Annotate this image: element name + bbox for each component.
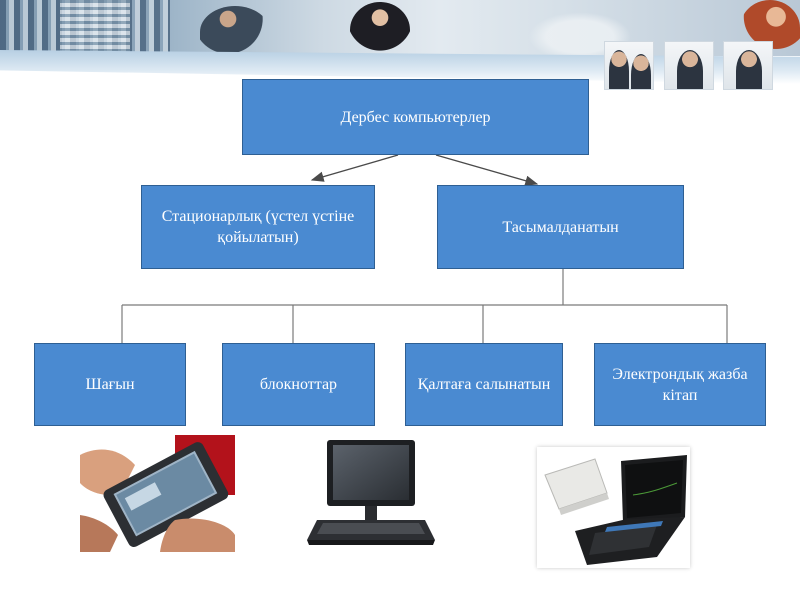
building-image [60, 0, 130, 56]
header-banner [0, 0, 800, 56]
node-label: Шағын [85, 376, 135, 393]
node-label: Тасымалданатын [502, 218, 619, 236]
person-image [350, 2, 410, 56]
node-notebooks: блокноттар [222, 343, 375, 426]
portable-branch-lines [121, 269, 728, 343]
handheld-pc-photo [80, 435, 235, 552]
thumbnail-phone-photo [723, 41, 773, 90]
node-label: Қалтаға салынатын [417, 376, 551, 393]
node-label: Дербес компьютерлер [340, 108, 491, 126]
arrow-to-portable [435, 154, 539, 186]
laptop-ebook-photo [537, 447, 690, 568]
tablet-notebook-photo [307, 440, 435, 545]
arrow-to-stationary [310, 154, 399, 182]
node-stationary: Стационарлық (үстел үстіне қойылатын) [141, 185, 375, 269]
thumbnail-meeting-photo [604, 41, 654, 90]
node-small: Шағын [34, 343, 186, 426]
person-image [200, 6, 270, 56]
node-personal-computers: Дербес компьютерлер [242, 79, 589, 155]
node-label: Стационарлық (үстел үстіне қойылатын) [161, 208, 355, 246]
node-pocket: Қалтаға салынатын [405, 343, 563, 426]
node-electronic-notebook: Электрондық жазба кітап [594, 343, 766, 426]
thumbnail-woman-photo [664, 41, 714, 90]
node-portable: Тасымалданатын [437, 185, 684, 269]
node-label: блокноттар [259, 376, 338, 393]
node-label: Электрондық жазба кітап [612, 365, 748, 404]
